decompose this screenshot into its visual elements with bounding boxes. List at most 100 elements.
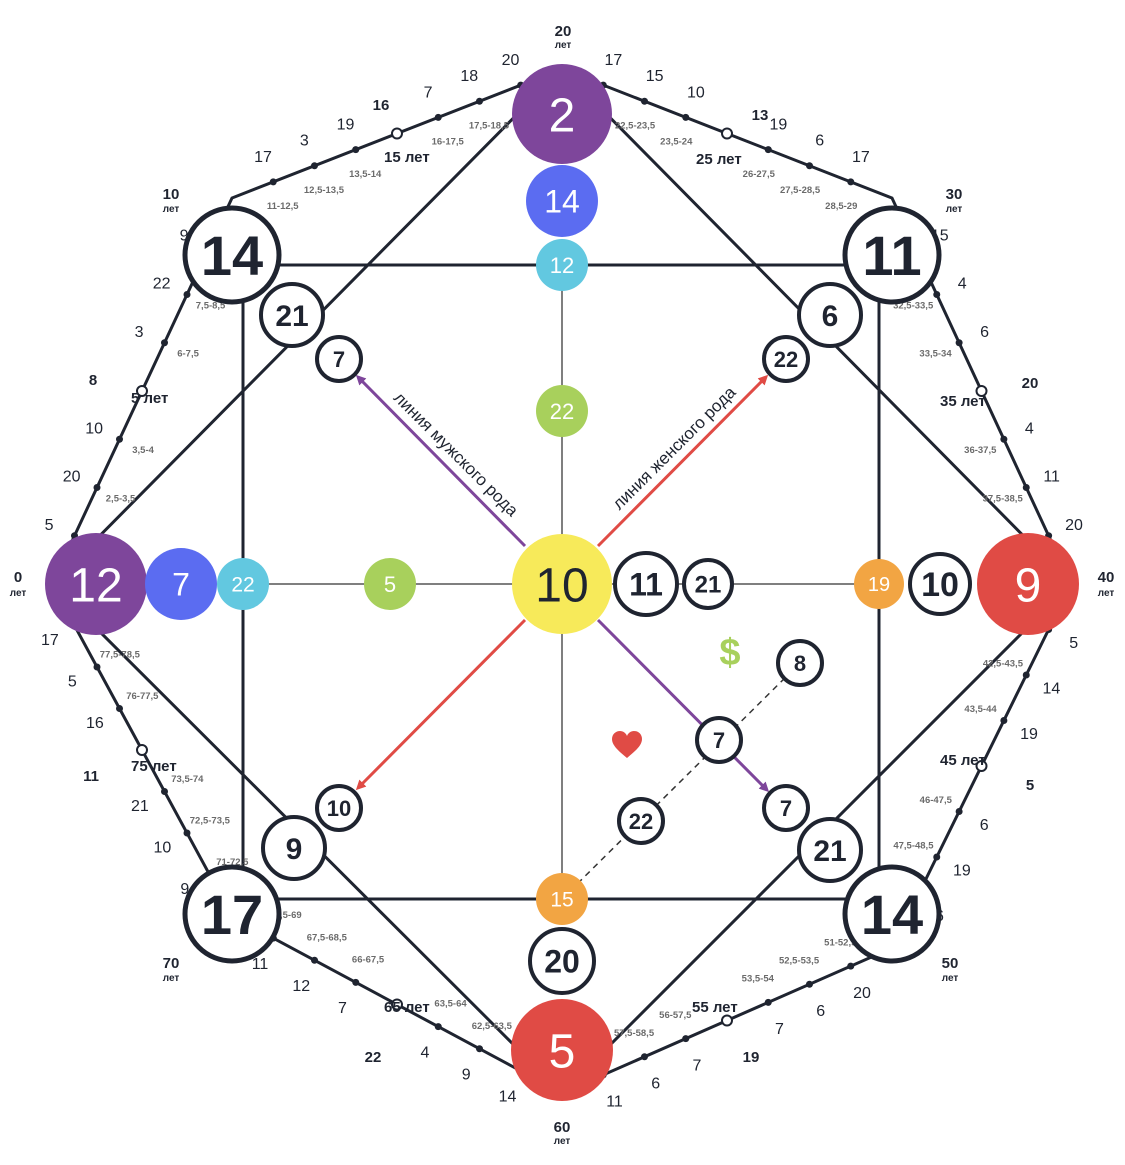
age-range-label: 11-12,5 bbox=[267, 201, 299, 212]
circle-right-2: 10 bbox=[908, 552, 972, 616]
age-range-label: 13,5-14 bbox=[349, 169, 382, 180]
circle-value: 7 bbox=[780, 796, 792, 821]
age-range-value: 10 bbox=[153, 839, 171, 856]
age-tick-dot bbox=[1000, 435, 1008, 443]
circle-heart-val: 22 bbox=[617, 797, 665, 845]
age-40-unit: лет bbox=[1098, 588, 1115, 599]
age-range-value: 4 bbox=[1025, 420, 1034, 437]
age-range-value: 10 bbox=[85, 420, 103, 437]
age-range-label: 42,5-43,5 bbox=[983, 659, 1024, 670]
circle-value: 10 bbox=[921, 566, 959, 604]
circle-value: 8 bbox=[794, 651, 806, 676]
age-range-value: 21 bbox=[131, 798, 149, 815]
age-range-label: 33,5-34 bbox=[919, 349, 952, 360]
circle-bottom: 5 bbox=[511, 999, 613, 1101]
male-line-arrow-2 bbox=[596, 618, 770, 793]
age-tick-dot bbox=[933, 853, 941, 861]
age-70-unit: лет bbox=[163, 973, 180, 984]
age-tick-dot bbox=[93, 663, 101, 671]
age-tick-dot bbox=[955, 808, 963, 815]
age-tick-dot bbox=[764, 146, 772, 154]
age-range-value: 11 bbox=[606, 1094, 623, 1111]
circle-top: 2 bbox=[512, 64, 612, 164]
age-range-value: 7 bbox=[693, 1057, 702, 1074]
age-30-unit: лет bbox=[946, 204, 963, 215]
age-range-value: 9 bbox=[180, 227, 189, 244]
money-dashed-line bbox=[561, 662, 801, 900]
age-range-label: 56-57,5 bbox=[659, 1010, 692, 1021]
circle-value: 14 bbox=[544, 184, 580, 220]
age-range-value: 20 bbox=[1065, 517, 1083, 534]
age-5-value: 8 bbox=[89, 372, 97, 389]
circle-money: 8 bbox=[776, 639, 824, 687]
age-tick-dot bbox=[806, 162, 813, 170]
age-tick-dot bbox=[476, 1045, 483, 1053]
age-range-value: 17 bbox=[605, 52, 623, 69]
age-45-value: 5 bbox=[1026, 777, 1034, 794]
circle-tl: 14 bbox=[182, 205, 282, 305]
age-tick-dot bbox=[93, 484, 101, 491]
female-line-arrow-2 bbox=[355, 618, 527, 791]
age-tick-dot bbox=[847, 178, 855, 186]
age-range-value: 6 bbox=[815, 133, 824, 150]
age-range-label: 62,5-63,5 bbox=[472, 1021, 513, 1032]
age-tick-dot bbox=[1000, 717, 1008, 724]
circle-value: 20 bbox=[544, 944, 580, 980]
age-tick-dot bbox=[161, 339, 168, 347]
age-range-label: 12,5-13,5 bbox=[304, 185, 345, 196]
age-range-value: 20 bbox=[853, 985, 871, 1002]
circle-br-in: 21 bbox=[797, 817, 863, 883]
age-range-value: 10 bbox=[687, 84, 705, 101]
age-25-label: 25 лет bbox=[696, 151, 742, 168]
age-range-label: 16-17,5 bbox=[432, 137, 465, 148]
age-tick-dot bbox=[933, 291, 941, 298]
circle-top-3: 12 bbox=[536, 239, 588, 291]
age-25-value: 13 bbox=[752, 107, 769, 124]
age-range-label: 23,5-24 bbox=[660, 137, 693, 148]
circle-value: 11 bbox=[862, 224, 921, 287]
age-tick-dot bbox=[641, 97, 648, 105]
circle-love-line: 7 bbox=[695, 716, 743, 764]
age-range-value: 6 bbox=[816, 1003, 825, 1020]
age-range-label: 52,5-53,5 bbox=[779, 955, 820, 966]
age-5-label: 5 лет bbox=[131, 390, 168, 407]
circle-value: 17 bbox=[201, 883, 263, 946]
circle-bottom-3: 15 bbox=[536, 873, 588, 925]
age-35-label: 35 лет bbox=[940, 393, 986, 410]
circle-value: 11 bbox=[629, 567, 663, 603]
female-line-arrow bbox=[596, 374, 769, 548]
age-range-value: 17 bbox=[254, 149, 272, 166]
circle-d-bl: 10 bbox=[315, 784, 363, 832]
circle-value: 10 bbox=[327, 796, 351, 821]
age-tick-dot bbox=[434, 1023, 442, 1031]
age-tick-dot bbox=[476, 97, 483, 105]
age-70-label: 70 bbox=[163, 955, 180, 972]
age-75-value: 11 bbox=[83, 768, 99, 785]
age-tick-dot bbox=[183, 291, 191, 298]
circle-right: 9 bbox=[977, 533, 1079, 635]
age-range-value: 4 bbox=[421, 1044, 430, 1061]
circle-top-4: 22 bbox=[536, 385, 588, 437]
circle-value: 9 bbox=[286, 833, 303, 866]
age-range-label: 3,5-4 bbox=[132, 445, 154, 456]
age-range-label: 27,5-28,5 bbox=[780, 185, 821, 196]
age-65-value: 22 bbox=[365, 1049, 382, 1066]
age-range-value: 15 bbox=[646, 68, 664, 85]
age-range-label: 73,5-74 bbox=[171, 774, 204, 785]
age-midpoint-marker bbox=[975, 760, 988, 772]
age-range-label: 71-72,5 bbox=[216, 857, 249, 868]
circle-bl-in: 9 bbox=[261, 815, 327, 881]
age-tick-dot bbox=[352, 978, 360, 986]
circle-value: 6 bbox=[822, 300, 839, 333]
circle-value: 7 bbox=[713, 728, 725, 753]
age-tick-dot bbox=[955, 339, 963, 347]
female-line-label: линия женского рода bbox=[609, 382, 740, 513]
age-75-label: 75 лет bbox=[131, 758, 177, 775]
age-tick-dot bbox=[116, 435, 123, 443]
age-range-label: 63,5-64 bbox=[434, 999, 467, 1010]
age-midpoint-marker bbox=[136, 744, 148, 756]
circle-value: 22 bbox=[629, 809, 653, 834]
age-range-label: 2,5-3,5 bbox=[106, 493, 136, 504]
